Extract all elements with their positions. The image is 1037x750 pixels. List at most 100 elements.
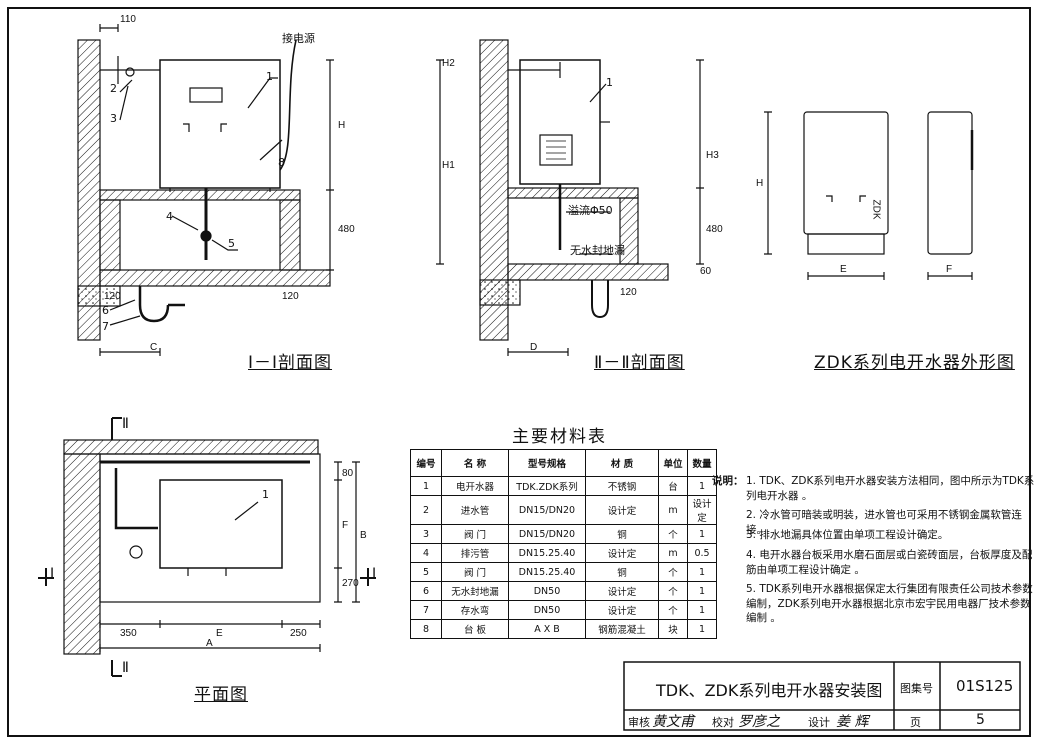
table-cell: DN50 <box>508 581 586 601</box>
cut-mark-1-left: Ⅰ <box>50 566 55 582</box>
table-cell: 排污管 <box>441 543 509 563</box>
table-cell: DN15.25.40 <box>508 543 586 563</box>
table-cell: m <box>658 543 688 563</box>
table-cell: 8 <box>410 619 442 639</box>
dim-120-b: 120 <box>282 291 299 302</box>
section-1-drawing <box>77 24 334 356</box>
dim-h-outline: H <box>756 178 764 189</box>
dim-120-a: 120 <box>104 291 121 302</box>
table-cell: DN15/DN20 <box>508 524 586 544</box>
dim-d: D <box>530 342 538 353</box>
table-cell: 台 板 <box>441 619 509 639</box>
plan-drawing <box>38 417 376 677</box>
header-cell: 材 质 <box>585 449 659 477</box>
table-cell: 个 <box>658 581 688 601</box>
dim-h1: H1 <box>442 160 455 171</box>
label-floor-drain: 无水封地漏 <box>570 244 625 257</box>
table-cell: 不锈钢 <box>585 476 659 496</box>
table-cell: 进水管 <box>441 495 509 525</box>
table-cell: 个 <box>658 562 688 582</box>
table-cell: 0.5 <box>687 543 717 563</box>
table-cell: 铜 <box>585 524 659 544</box>
table-cell: 1 <box>687 524 717 544</box>
section-2-title: Ⅱ－Ⅱ剖面图 <box>594 353 685 373</box>
table-cell: 阀 门 <box>441 524 509 544</box>
label-overflow: 溢流Φ50 <box>568 204 613 217</box>
header-cell: 型号规格 <box>508 449 586 477</box>
table-cell: 设计定 <box>585 581 659 601</box>
table-cell: 6 <box>410 581 442 601</box>
section-1-title: Ⅰ－Ⅰ剖面图 <box>248 353 333 373</box>
part-no-1-c: 1 <box>262 488 269 501</box>
cut-mark-2-top: Ⅱ <box>122 416 129 432</box>
dim-350: 350 <box>120 628 137 639</box>
note-item-1: 1. TDK、ZDK系列电开水器安装方法相同，图中所示为TDK系列电开水器 。 <box>746 475 1035 502</box>
table-cell: 设计定 <box>687 495 717 525</box>
header-cell: 名 称 <box>441 449 509 477</box>
dim-a: A <box>206 638 213 649</box>
table-cell: 个 <box>658 524 688 544</box>
dim-h2: H2 <box>442 58 455 69</box>
header-cell: 数量 <box>687 449 717 477</box>
design-label: 设计 <box>808 716 830 729</box>
dim-b: B <box>360 530 367 541</box>
part-no-1-b: 1 <box>606 76 613 89</box>
outline-drawing <box>764 111 974 280</box>
table-cell: 1 <box>687 619 717 639</box>
part-no-5: 5 <box>228 237 235 250</box>
part-no-6: 6 <box>102 304 109 317</box>
table-cell: 设计定 <box>585 495 659 525</box>
part-no-7: 7 <box>102 320 109 333</box>
dim-480: 480 <box>338 224 355 235</box>
dim-e-plan: E <box>216 628 223 639</box>
dim-c: C <box>150 342 158 353</box>
section-2-drawing <box>436 39 704 356</box>
table-cell: 1 <box>687 562 717 582</box>
table-cell: 无水封地漏 <box>441 581 509 601</box>
title-block-frame <box>623 661 1021 731</box>
table-cell: 存水弯 <box>441 600 509 620</box>
review-signature: 黄文甫 <box>652 714 694 730</box>
table-cell: 4 <box>410 543 442 563</box>
table-cell: 1 <box>687 600 717 620</box>
table-cell: 2 <box>410 495 442 525</box>
materials-title: 主要材料表 <box>512 427 607 447</box>
note-item-5: 5. TDK系列电开水器根据保定太行集团有限责任公司技术参数编制，ZDK系列电开… <box>746 583 1033 624</box>
part-no-4: 4 <box>166 210 173 223</box>
notes-lead: 说明： <box>712 475 744 487</box>
review-label: 审核 <box>628 716 650 729</box>
table-cell: 3 <box>410 524 442 544</box>
dim-h: H <box>338 120 346 131</box>
dim-110: 110 <box>120 14 136 25</box>
page-number: 5 <box>976 712 985 728</box>
note-item-2: 2. 冷水管可暗装或明装，进水管也可采用不锈钢金属软管连接。 <box>746 509 1022 536</box>
dim-80: 80 <box>342 468 354 479</box>
dim-f-outline: F <box>946 264 953 275</box>
table-cell: A X B <box>508 619 586 639</box>
table-cell: 台 <box>658 476 688 496</box>
table-cell: 铜 <box>585 562 659 582</box>
cut-mark-2-bottom: Ⅱ <box>122 660 129 676</box>
atlas-label: 图集号 <box>900 682 933 695</box>
note-item-3: 3. 排水地漏具体位置由单项工程设计确定。 <box>746 529 949 541</box>
dim-f-plan: F <box>342 520 349 531</box>
dim-250: 250 <box>290 628 307 639</box>
atlas-number: 01S125 <box>956 677 1014 695</box>
outline-title: ZDK系列电开水器外形图 <box>814 353 1015 373</box>
table-cell: 设计定 <box>585 600 659 620</box>
table-cell: 阀 门 <box>441 562 509 582</box>
dim-h3: H3 <box>706 150 719 161</box>
header-cell: 单位 <box>658 449 688 477</box>
table-cell: 电开水器 <box>441 476 509 496</box>
table-cell: 7 <box>410 600 442 620</box>
part-no-2: 2 <box>110 82 117 95</box>
table-cell: DN15/DN20 <box>508 495 586 525</box>
table-cell: TDK.ZDK系列 <box>508 476 586 496</box>
